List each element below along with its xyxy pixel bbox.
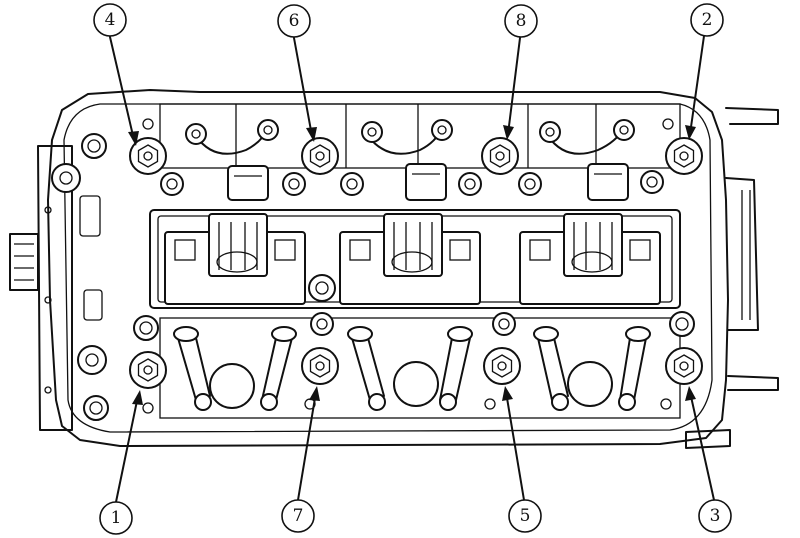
- head-bolt-8: [481, 137, 519, 175]
- callout-1-label: 1: [111, 508, 122, 528]
- upper-valve-train: [159, 103, 681, 201]
- small-bolts: [81, 118, 695, 421]
- callout-1: 1: [99, 501, 133, 535]
- head-bolt-1: [129, 351, 167, 389]
- callout-7-label: 7: [293, 506, 304, 526]
- right-end-cover: [685, 107, 779, 449]
- callout-3: 3: [698, 499, 732, 533]
- callout-2-label: 2: [702, 10, 713, 30]
- callouts: 4 6 8 2 1 7 5 3: [93, 3, 732, 535]
- head-bolt-6: [301, 137, 339, 175]
- left-end-cover: [9, 145, 107, 431]
- head-bolt-7: [301, 347, 339, 385]
- callout-3-label: 3: [710, 506, 721, 526]
- cam-journal-caps: [164, 213, 661, 305]
- callout-2: 2: [690, 3, 724, 37]
- callout-7: 7: [281, 499, 315, 533]
- head-bolt-3: [665, 347, 703, 385]
- lower-valve-train: [159, 317, 681, 419]
- callout-6: 6: [277, 4, 311, 38]
- callout-8-label: 8: [516, 11, 527, 31]
- callout-5-label: 5: [520, 506, 531, 526]
- callout-6-label: 6: [289, 11, 300, 31]
- callout-5: 5: [508, 499, 542, 533]
- leader-lines: [109, 35, 715, 503]
- head-bolts: [129, 137, 703, 389]
- callout-4-label: 4: [105, 10, 116, 30]
- head-bolt-2: [665, 137, 703, 175]
- head-bolt-5: [483, 347, 521, 385]
- callout-8: 8: [504, 4, 538, 38]
- callout-4: 4: [93, 3, 127, 37]
- head-bolt-4: [129, 137, 167, 175]
- cylinder-head-outline: [47, 89, 729, 447]
